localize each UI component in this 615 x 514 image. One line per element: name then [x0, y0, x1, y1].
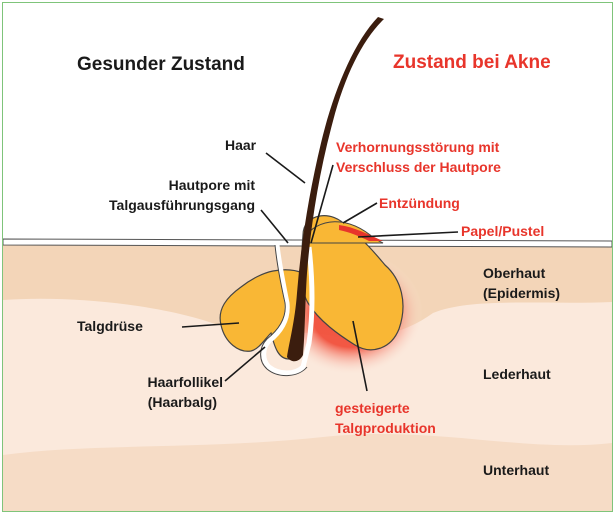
label-talgproduktion: Talgproduktion [335, 420, 436, 437]
label-oberhaut: Oberhaut [483, 265, 545, 282]
label-epidermis: (Epidermis) [483, 285, 560, 302]
label-gesteigerte: gesteigerte [335, 400, 410, 417]
label-papel-pustel: Papel/Pustel [461, 223, 544, 240]
label-haarfollikel-2: (Haarbalg) [93, 394, 217, 411]
label-lederhaut: Lederhaut [483, 366, 551, 383]
label-haar: Haar [225, 137, 256, 154]
label-entzuendung: Entzündung [379, 195, 460, 212]
label-talgdruese: Talgdrüse [77, 318, 143, 335]
heading-healthy: Gesunder Zustand [77, 54, 245, 76]
skin-cross-section [3, 3, 612, 511]
label-hautpore-1: Hautpore mit [93, 177, 255, 194]
label-haarfollikel-1: Haarfollikel [93, 374, 223, 391]
heading-acne: Zustand bei Akne [393, 52, 551, 74]
label-hautpore-2: Talgausführungsgang [73, 197, 255, 214]
label-verhornung-1: Verhornungsstörung mit [336, 139, 499, 156]
label-unterhaut: Unterhaut [483, 462, 549, 479]
label-verhornung-2: Verschluss der Hautpore [336, 159, 501, 176]
